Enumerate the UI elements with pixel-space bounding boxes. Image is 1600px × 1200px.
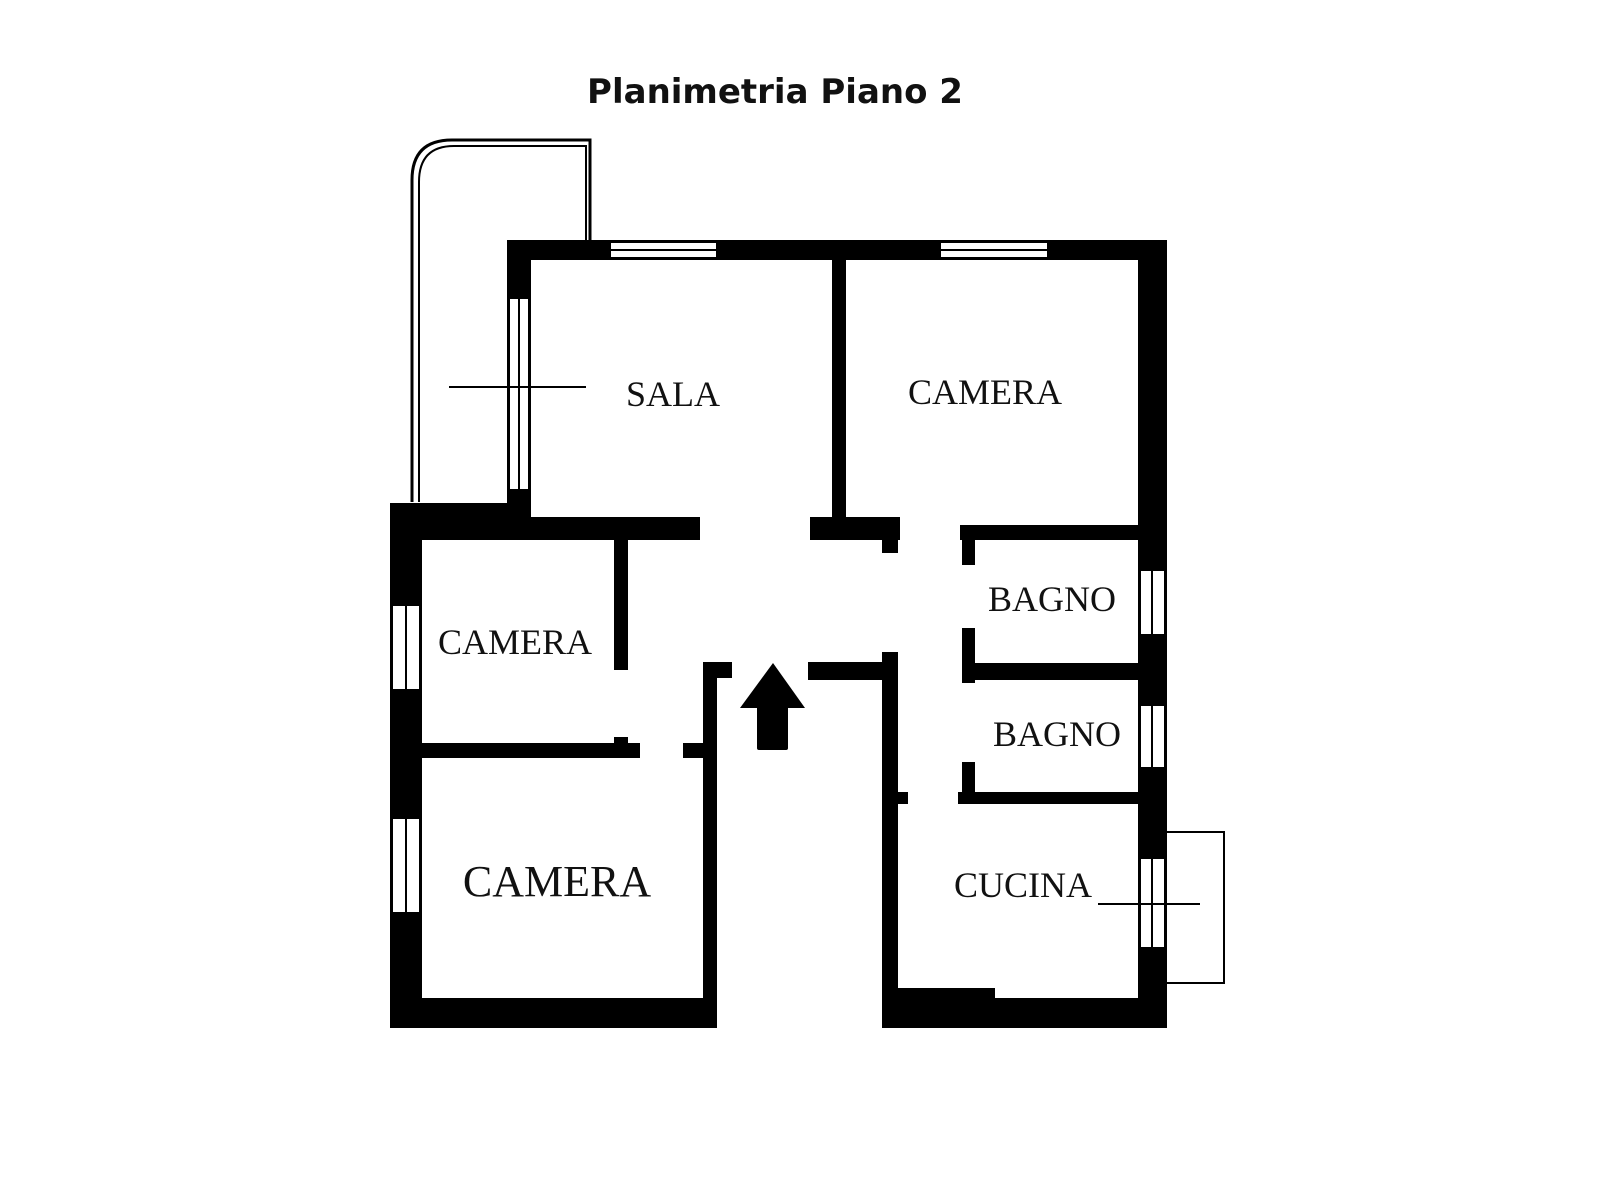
arrow-up-icon xyxy=(740,663,805,750)
windows xyxy=(391,241,1166,949)
balcony-top-left xyxy=(410,138,592,502)
room-label-camera: CAMERA xyxy=(463,857,651,906)
room-label-sala: SALA xyxy=(626,374,720,414)
room-label-bagno: BAGNO xyxy=(988,579,1116,619)
balcony-kitchen xyxy=(1098,831,1225,984)
room-label-bagno: BAGNO xyxy=(993,714,1121,754)
room-label-camera: CAMERA xyxy=(908,372,1062,412)
room-label-camera: CAMERA xyxy=(438,622,592,662)
room-label-cucina: CUCINA xyxy=(954,865,1092,905)
page-title: Planimetria Piano 2 xyxy=(587,72,963,112)
